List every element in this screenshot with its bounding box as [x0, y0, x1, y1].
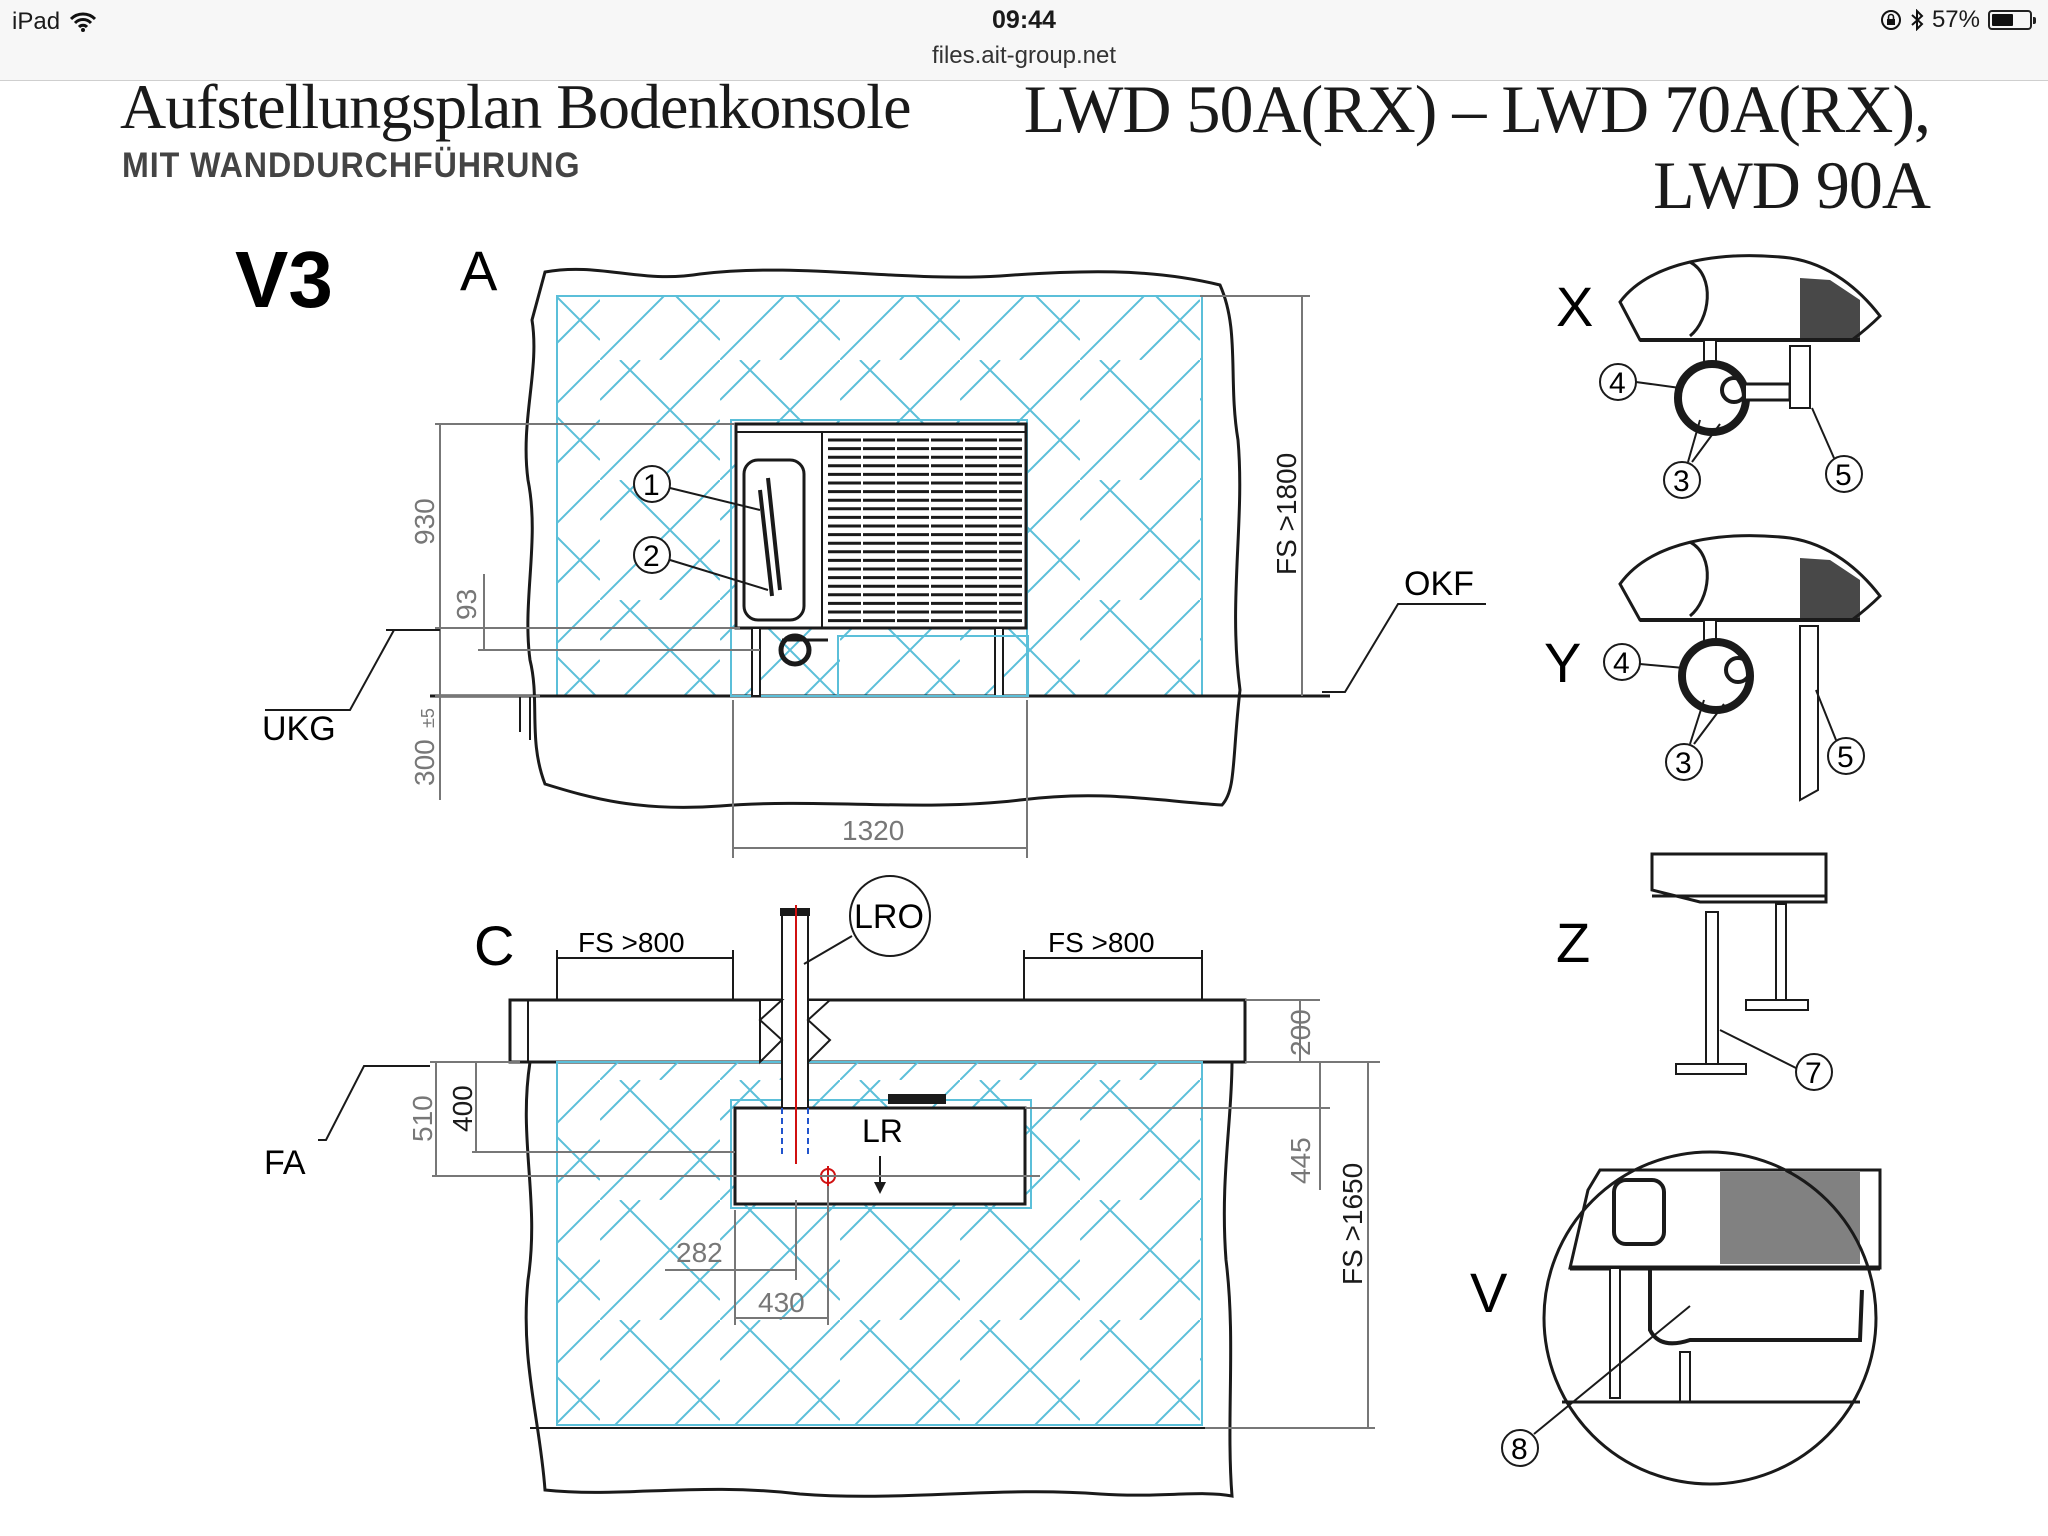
- detail-z-label: Z: [1556, 911, 1590, 974]
- dim-93: 93: [451, 589, 482, 620]
- view-a-wall-outline: [524, 267, 1242, 809]
- detail-z: Z 7: [1556, 852, 1833, 1091]
- view-a-label: A: [460, 239, 498, 302]
- detail-y-callout-4: 4: [1613, 647, 1630, 680]
- heat-pump-unit: [730, 419, 1029, 697]
- detail-y: Y 4 3 5: [1544, 534, 1882, 802]
- clearance-right: FS >800: [1048, 927, 1155, 958]
- wifi-icon: [70, 12, 97, 32]
- dim-430: 430: [758, 1287, 805, 1318]
- dim-200: 200: [1285, 1009, 1316, 1056]
- dim-445: 445: [1285, 1137, 1316, 1184]
- detail-x: X 4 3 5: [1556, 254, 1882, 499]
- view-c-clearance-lines: [556, 950, 1203, 1000]
- dim-400: 400: [447, 1085, 478, 1132]
- variant-label: V3: [235, 235, 333, 324]
- detail-y-label: Y: [1544, 631, 1581, 694]
- device-name: iPad: [12, 8, 61, 35]
- callout-1: 1: [643, 469, 660, 502]
- view-c-label: C: [474, 914, 514, 977]
- detail-x-callout-3: 3: [1673, 465, 1690, 498]
- detail-x-callout-4: 4: [1609, 367, 1626, 400]
- view-a-dimensions: [435, 295, 1310, 858]
- dim-fs-1800: FS >1800: [1271, 453, 1302, 575]
- detail-y-callout-5: 5: [1837, 741, 1854, 774]
- view-c-clear-zone: [556, 1061, 1203, 1426]
- dim-930: 930: [409, 498, 440, 545]
- status-left: iPad: [12, 8, 97, 36]
- url-display[interactable]: files.ait-group.net: [931, 42, 1117, 69]
- detail-x-callout-5: 5: [1835, 459, 1852, 492]
- callout-2: 2: [643, 540, 660, 573]
- dim-282: 282: [676, 1237, 723, 1268]
- dim-300-tolerance: ±5: [418, 708, 438, 728]
- battery-icon: [1988, 10, 2036, 30]
- battery-level: [1992, 14, 2013, 26]
- label-okf: OKF: [1404, 565, 1474, 603]
- wall-slab: [508, 998, 1247, 1064]
- detail-y-callout-3: 3: [1675, 747, 1692, 780]
- dim-fs-1650: FS >1650: [1337, 1163, 1368, 1285]
- dim-300: 300: [409, 739, 440, 786]
- bluetooth-icon: [1911, 9, 1924, 31]
- view-a: A 1 2: [262, 239, 1486, 858]
- view-c: C LRO LR: [264, 875, 1380, 1498]
- air-outlet-grille: [828, 436, 1022, 624]
- detail-v: V 8: [1470, 1150, 1882, 1486]
- clearance-left: FS >800: [578, 927, 685, 958]
- view-c-dimensions: [430, 999, 1380, 1429]
- detail-x-label: X: [1556, 275, 1593, 338]
- document-subtitle: MIT WANDDURCHFÜHRUNG: [122, 146, 581, 185]
- model-line-2: LWD 90A: [1653, 147, 1931, 223]
- status-right: 57%: [1880, 6, 2036, 34]
- document-title: Aufstellungsplan Bodenkonsole: [120, 71, 911, 142]
- detail-v-label: V: [1470, 1261, 1508, 1324]
- label-lr: LR: [862, 1113, 903, 1149]
- label-ukg: UKG: [262, 710, 336, 748]
- detail-v-callout-8: 8: [1511, 1433, 1528, 1466]
- label-lro: LRO: [854, 898, 924, 936]
- battery-percent: 57%: [1931, 6, 1980, 33]
- model-line-1: LWD 50A(RX) – LWD 70A(RX),: [1023, 71, 1931, 147]
- status-bar: iPad 09:44 files.ait-group.net 57%: [0, 0, 2048, 81]
- orientation-lock-icon: [1880, 10, 1901, 30]
- detail-z-callout-7: 7: [1805, 1057, 1822, 1090]
- dim-1320: 1320: [842, 815, 904, 846]
- dim-510: 510: [407, 1095, 438, 1142]
- view-c-ground-outline: [524, 1061, 1234, 1498]
- clock: 09:44: [992, 6, 1056, 34]
- label-fa: FA: [264, 1144, 306, 1182]
